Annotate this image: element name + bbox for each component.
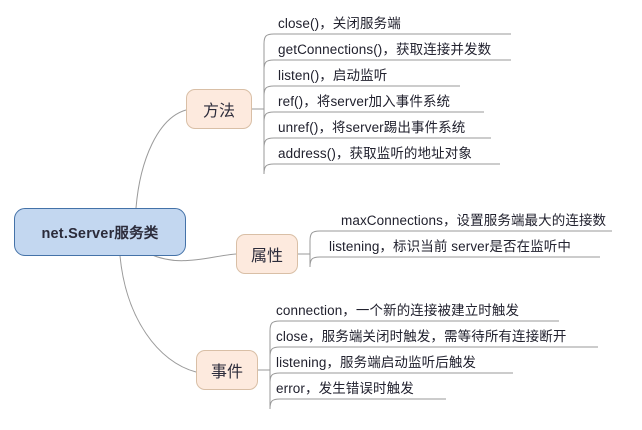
leaf-item-events-4[interactable]: error，发生错误时触发 bbox=[276, 381, 414, 396]
branch-node-properties[interactable]: 属性 bbox=[236, 234, 298, 274]
wire-methods-leaf-6 bbox=[263, 163, 500, 175]
wire-root-methods bbox=[135, 109, 187, 209]
root-node[interactable]: net.Server服务类 bbox=[14, 208, 186, 256]
branch-node-methods[interactable]: 方法 bbox=[186, 89, 252, 129]
leaf-item-events-1[interactable]: connection，一个新的连接被建立时触发 bbox=[276, 303, 520, 318]
branch-node-events-label: 事件 bbox=[210, 364, 243, 381]
leaf-item-properties-2[interactable]: listening，标识当前 server是否在监听中 bbox=[329, 239, 571, 254]
wire-root-events bbox=[119, 255, 197, 373]
branch-node-events[interactable]: 事件 bbox=[196, 350, 258, 390]
wire-events-leaf-4 bbox=[269, 398, 446, 410]
leaf-item-events-2[interactable]: close，服务端关闭时触发，需等待所有连接断开 bbox=[276, 329, 567, 344]
leaf-item-methods-2[interactable]: getConnections()，获取连接并发数 bbox=[278, 42, 492, 57]
leaf-item-methods-3[interactable]: listen()，启动监听 bbox=[278, 68, 388, 83]
wire-properties-leaf-2 bbox=[309, 256, 600, 268]
branch-node-methods-label: 方法 bbox=[202, 103, 235, 120]
leaf-item-methods-4[interactable]: ref()，将server加入事件系统 bbox=[278, 94, 451, 109]
leaf-item-events-3[interactable]: listening，服务端启动监听后触发 bbox=[276, 355, 477, 370]
leaf-item-properties-1[interactable]: maxConnections，设置服务端最大的连接数 bbox=[341, 213, 607, 228]
leaf-item-methods-1[interactable]: close()，关闭服务端 bbox=[278, 16, 401, 31]
leaf-item-methods-6[interactable]: address()，获取监听的地址对象 bbox=[278, 146, 472, 161]
root-node-label: net.Server服务类 bbox=[41, 225, 159, 242]
branch-node-properties-label: 属性 bbox=[250, 248, 283, 265]
leaf-item-methods-5[interactable]: unref()，将server踢出事件系统 bbox=[278, 120, 466, 135]
